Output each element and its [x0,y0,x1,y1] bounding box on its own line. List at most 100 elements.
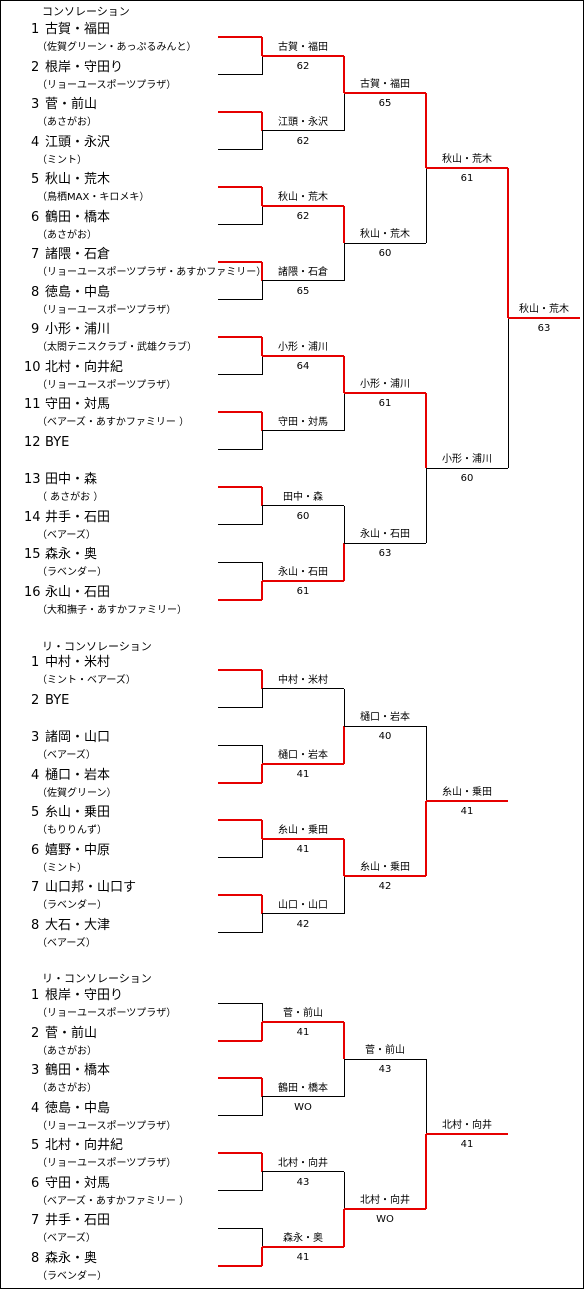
player-number: 7 [31,880,40,895]
player-number: 7 [31,247,40,262]
player-club: （ベアーズ） [37,1233,96,1244]
match-score: 41 [296,1026,310,1038]
match-winner: 小形・浦川 [442,454,492,466]
match-score: 42 [378,881,392,893]
player-name: 森永・奥 [45,1250,98,1266]
bracket-line [261,913,263,933]
player-club: （大和撫子・あすかファミリー） [37,604,187,616]
player-number: 3 [31,97,40,112]
bracket-line [261,112,263,131]
match-winner: 北村・向井 [360,1195,410,1207]
bracket-line [343,838,345,877]
match-score: 41 [296,843,310,855]
bracket-line [218,669,262,671]
champion-line [508,317,580,320]
player-name: 根岸・守田り [45,59,124,75]
bracket-line [218,1264,262,1267]
bracket-line [218,857,262,858]
match-winner: 北村・向井 [442,1120,492,1132]
player-number: 6 [31,842,40,858]
player-club: （佐賀グリーン・あっぷるみんと） [37,42,197,53]
player-name: 中村・米村 [45,655,111,670]
player-name: 鶴田・橋本 [45,1063,111,1078]
player-name: 永山・石田 [45,584,111,600]
bracket-line [262,913,344,915]
bracket-line [261,580,263,600]
bracket-line [261,205,263,225]
bracket-line [218,1227,262,1229]
player-number: 5 [31,1138,40,1153]
match-score: 42 [296,918,310,930]
player-club: （鳥栖MAX・キロメキ） [37,192,150,203]
match-winner: 糸山・乗田 [360,862,410,874]
bracket-line [218,932,262,933]
bracket-line [262,1245,344,1248]
player-number: 3 [31,730,40,745]
bracket-line [343,393,345,431]
bracket-line [218,524,262,525]
match-winner: 田中・森 [283,491,323,503]
bracket-line [218,561,262,563]
match-winner: 小形・浦川 [278,341,328,353]
player-name: 井手・石田 [45,1213,111,1228]
bracket-line [425,1134,427,1210]
player-number: 4 [31,767,40,783]
player-number: 8 [31,1250,40,1266]
player-name: BYE [45,434,70,450]
bracket-line [218,894,262,896]
bracket-line [262,280,344,282]
bracket-line [261,37,263,56]
match-score: 64 [296,360,310,372]
bracket-line [343,1209,345,1247]
player-number: 6 [31,209,40,225]
match-winner: 鶴田・橋本 [278,1082,328,1094]
bracket-line [261,763,263,783]
player-number: 16 [24,584,41,600]
bracket-line [262,354,344,357]
player-club: （あさがお） [37,229,97,241]
match-winner: 北村・向井 [278,1157,328,1169]
bracket-line [218,36,262,38]
match-winner: 樋口・岩本 [360,712,410,724]
champion-line [426,1133,508,1136]
player-club: （リョーユースポーツプラザ） [37,304,177,316]
bracket-line [262,130,344,132]
bracket-line [261,1246,263,1266]
player-club: （リョーユースポーツプラザ） [37,379,177,391]
player-club: （もりりんず） [37,825,107,836]
bracket-line [218,449,262,450]
bracket-line [262,688,344,690]
bracket-line [262,1096,344,1098]
player-number: 5 [31,172,40,187]
bracket-line [218,1002,262,1004]
player-number: 4 [31,1100,40,1116]
bracket-line [218,74,262,75]
bracket-line [261,670,263,689]
player-number: 8 [31,284,40,300]
match-winner: 秋山・荒木 [519,304,569,316]
player-club: （あさがお） [37,117,97,128]
bracket-line [343,1059,345,1097]
match-score: 62 [296,135,310,147]
match-score: WO [376,1214,394,1226]
bracket-line [262,1020,344,1023]
bracket-line [261,820,263,839]
player-club: （ラベンダー） [37,1270,107,1282]
bracket-line [343,1171,345,1210]
player-number: 1 [31,988,40,1003]
player-name: 小形・浦川 [45,322,111,337]
bracket-line [262,54,344,57]
bracket-line [343,543,345,581]
player-name: 北村・向井紀 [45,1138,124,1153]
player-name: 徳島・中島 [45,1100,111,1116]
match-score: 41 [296,768,310,780]
bracket-line [344,725,426,727]
match-winner: 樋口・岩本 [278,749,328,761]
bracket-line [261,745,263,764]
bracket-line [344,1058,426,1060]
player-name: 田中・森 [45,472,98,487]
bracket-line [343,355,345,394]
match-winner: 山口・山口 [278,899,328,911]
bracket-line [218,744,262,746]
match-winner: 中村・米村 [278,674,328,686]
